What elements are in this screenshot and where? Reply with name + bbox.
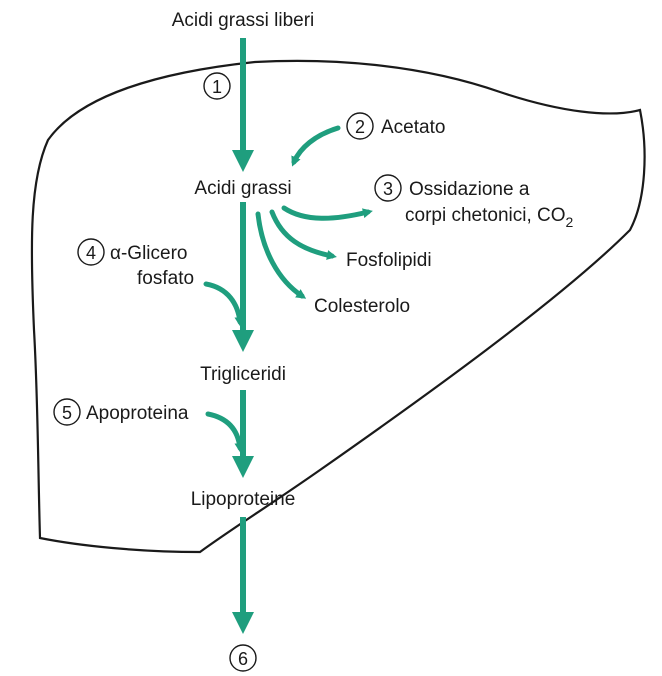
label-lipoproteins: Lipoproteine	[191, 489, 296, 510]
step-number-3: 3	[383, 179, 393, 199]
label-phospholipids: Fosfolipidi	[346, 250, 432, 271]
label-oxidation-line2-text: corpi chetonici, CO	[405, 205, 566, 226]
step-number-5: 5	[62, 403, 72, 423]
label-cholesterol: Colesterolo	[314, 296, 410, 317]
label-glycero-line1: α-Glicero	[110, 243, 188, 264]
label-oxidation-subscript: 2	[566, 214, 574, 230]
step-number-6: 6	[238, 649, 248, 669]
arrow-step-1-head	[232, 150, 254, 172]
arrow-oxidation	[284, 208, 368, 218]
side-arrows	[206, 128, 368, 448]
label-oxidation-line2: corpi chetonici, CO2	[405, 205, 574, 230]
labels: Acidi grassi liberi Acetato Acidi grassi…	[86, 10, 574, 510]
step-number-1: 1	[212, 77, 222, 97]
step-number-4: 4	[86, 243, 96, 263]
label-apoprotein: Apoproteina	[86, 403, 189, 424]
main-pathway-arrows	[232, 38, 254, 634]
step-number-2: 2	[355, 117, 365, 137]
arrow-triglycerides-to-lipoproteins-head	[232, 456, 254, 478]
label-oxidation-line1: Ossidazione a	[409, 179, 530, 200]
label-free-fatty-acids: Acidi grassi liberi	[172, 10, 315, 31]
arrow-acids-to-triglycerides-head	[232, 330, 254, 352]
arrow-glycero	[206, 284, 240, 322]
arrow-apoprotein	[208, 414, 240, 448]
label-fatty-acids: Acidi grassi	[194, 178, 291, 199]
label-glycero-line2: fosfato	[137, 268, 194, 289]
arrow-acetate	[294, 128, 338, 162]
label-acetate: Acetato	[381, 117, 445, 138]
arrow-step-6-head	[232, 612, 254, 634]
label-triglycerides: Trigliceridi	[200, 364, 286, 385]
